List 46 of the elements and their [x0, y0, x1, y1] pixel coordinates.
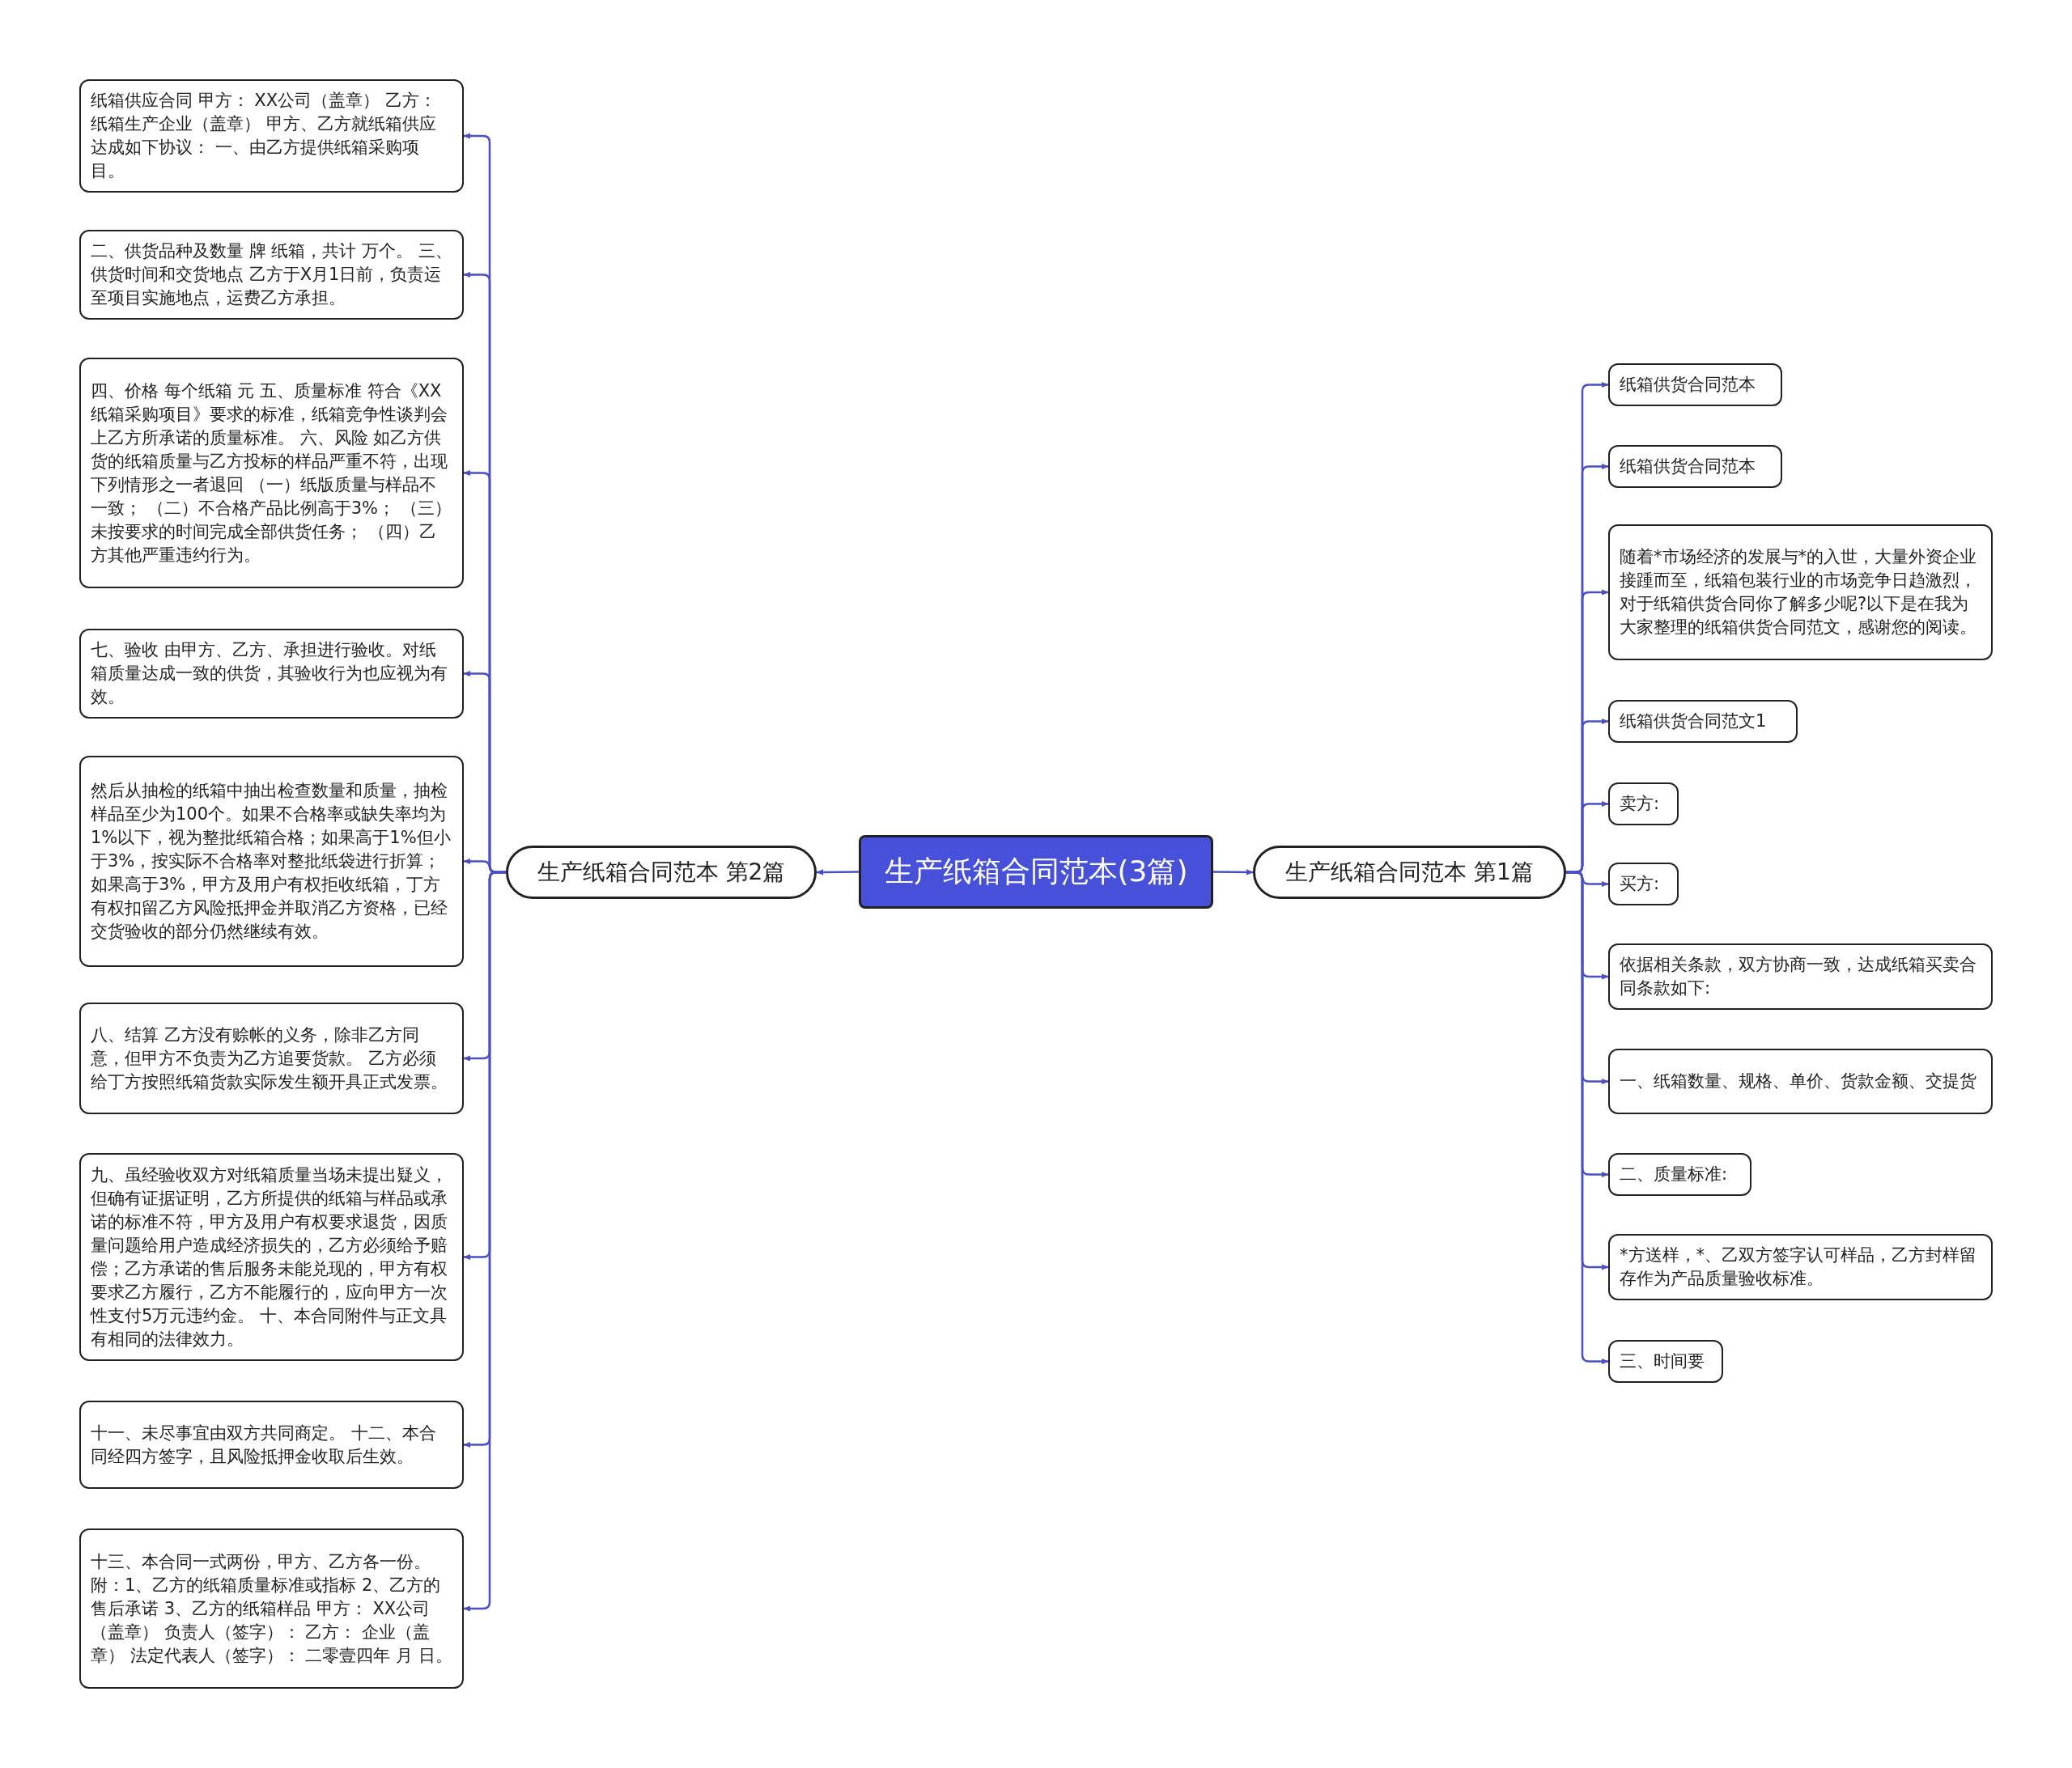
node-text: 七、验收 由甲方、乙方、承担进行验收。对纸箱质量达成一致的供货，其验收行为也应视为有效。 — [91, 639, 448, 708]
node-text: 生产纸箱合同范本(3篇) — [884, 854, 1188, 890]
node-text: 纸箱供货合同范本 — [1620, 456, 1756, 477]
node-text: 纸箱供货合同范本 — [1620, 374, 1756, 396]
text-box — [79, 1401, 464, 1489]
connector-arrow — [816, 869, 859, 876]
node-text: 卖方: — [1620, 793, 1660, 815]
node-text: 买方: — [1620, 873, 1660, 895]
text-box — [79, 1528, 464, 1689]
node-text: 二、质量标准: — [1620, 1164, 1728, 1185]
text-box — [1608, 1234, 1993, 1300]
node-text: 纸箱供应合同 甲方： XX公司（盖章） 乙方：纸箱生产企业（盖章） 甲方、乙方就纸箱供应达成如下协议： 一、由乙方提供纸箱采购项目。 — [91, 90, 437, 182]
text-box — [1608, 363, 1782, 406]
connector-arrow — [1213, 869, 1254, 876]
text-box — [1608, 1049, 1993, 1114]
node-text: 纸箱供货合同范文1 — [1620, 710, 1767, 732]
root-topic-box — [859, 835, 1213, 909]
node-text: 一、纸箱数量、规格、单价、货款金额、交提货 — [1620, 1071, 1976, 1092]
text-box — [1608, 524, 1993, 660]
node-text: 八、结算 乙方没有赊帐的义务，除非乙方同意，但甲方不负责为乙方追要货款。 乙方必须给丁方按照纸箱货款实际发生额开具正式发票。 — [91, 1024, 448, 1093]
text-box — [1608, 700, 1798, 743]
node-text: 生产纸箱合同范本 第1篇 — [1285, 857, 1534, 887]
text-box — [79, 756, 464, 967]
text-box — [79, 629, 464, 719]
text-box — [79, 230, 464, 320]
node-text: 十一、未尽事宜由双方共同商定。 十二、本合同经四方签字，且风险抵押金收取后生效。 — [91, 1422, 437, 1468]
node-text: *方送样，*、乙双方签字认可样品，乙方封样留存作为产品质量验收标准。 — [1620, 1244, 1977, 1290]
text-box — [1608, 863, 1679, 905]
text-box — [79, 358, 464, 588]
node-text: 四、价格 每个纸箱 元 五、质量标准 符合《XX纸箱采购项目》要求的标准，纸箱竞争性谈判会上乙方所承诺的质量标准。 六、风险 如乙方供货的纸箱质量与乙方投标的样品严重不符，出现下列情形之一者退回 （一）纸版质量与样品不一致； （二）不合格产品比例高于3%； （三）未按要求的时间完成全部供货任务； （四）乙方其他严重违约行为。 — [91, 379, 452, 566]
text-box — [1608, 1340, 1723, 1383]
node-text: 十三、本合同一式两份，甲方、乙方各一份。附：1、乙方的纸箱质量标准或指标 2、乙方的售后承诺 3、乙方的纸箱样品 甲方： XX公司（盖章） 负责人（签字）： 乙方： 企业（盖章） 法定代表人（签字）： 二零壹四年 月 日。 — [91, 1550, 452, 1667]
text-box — [1608, 445, 1782, 488]
node-text: 九、虽经验收双方对纸箱质量当场未提出疑义，但确有证据证明，乙方所提供的纸箱与样品或承诺的标准不符，甲方及用户有权要求退货，因质量问题给用户造成经济损失的，乙方必须给予赔偿；乙方承诺的售后服务未能兑现的，甲方有权要求乙方履行，乙方不能履行的，应向甲方一次性支付5万元违约金。 十、本合同附件与正文具有相同的法律效力。 — [91, 1164, 448, 1350]
text-box — [79, 1003, 464, 1114]
node-text: 生产纸箱合同范本 第2篇 — [537, 857, 786, 887]
text-box — [79, 79, 464, 193]
text-box — [1608, 1153, 1751, 1196]
node-text: 随着*市场经济的发展与*的入世，大量外资企业接踵而至，纸箱包装行业的市场竞争日趋激烈，对于纸箱供货合同你了解多少呢?以下是在我为大家整理的纸箱供货合同范文，感谢您的阅读。 — [1620, 546, 1977, 638]
text-box — [1608, 782, 1679, 825]
text-box — [1608, 943, 1993, 1010]
node-text: 二、供货品种及数量 牌 纸箱，共计 万个。 三、供货时间和交货地点 乙方于X月1日前，负责运至项目实施地点，运费乙方承担。 — [91, 240, 452, 309]
node-text: 三、时间要 — [1620, 1350, 1705, 1372]
node-text: 然后从抽检的纸箱中抽出检查数量和质量，抽检样品至少为100个。如果不合格率或缺失率均为1%以下，视为整批纸箱合格；如果高于1%但小于3%，按实际不合格率对整批纸袋进行折算；如果高于3%，甲方及用户有权拒收纸箱，丁方有权扣留乙方风险抵押金并取消乙方资格，已经交货验收的部分仍然继续有效。 — [91, 780, 452, 943]
node-text: 依据相关条款，双方协商一致，达成纸箱买卖合同条款如下: — [1620, 954, 1977, 999]
text-box — [79, 1153, 464, 1361]
